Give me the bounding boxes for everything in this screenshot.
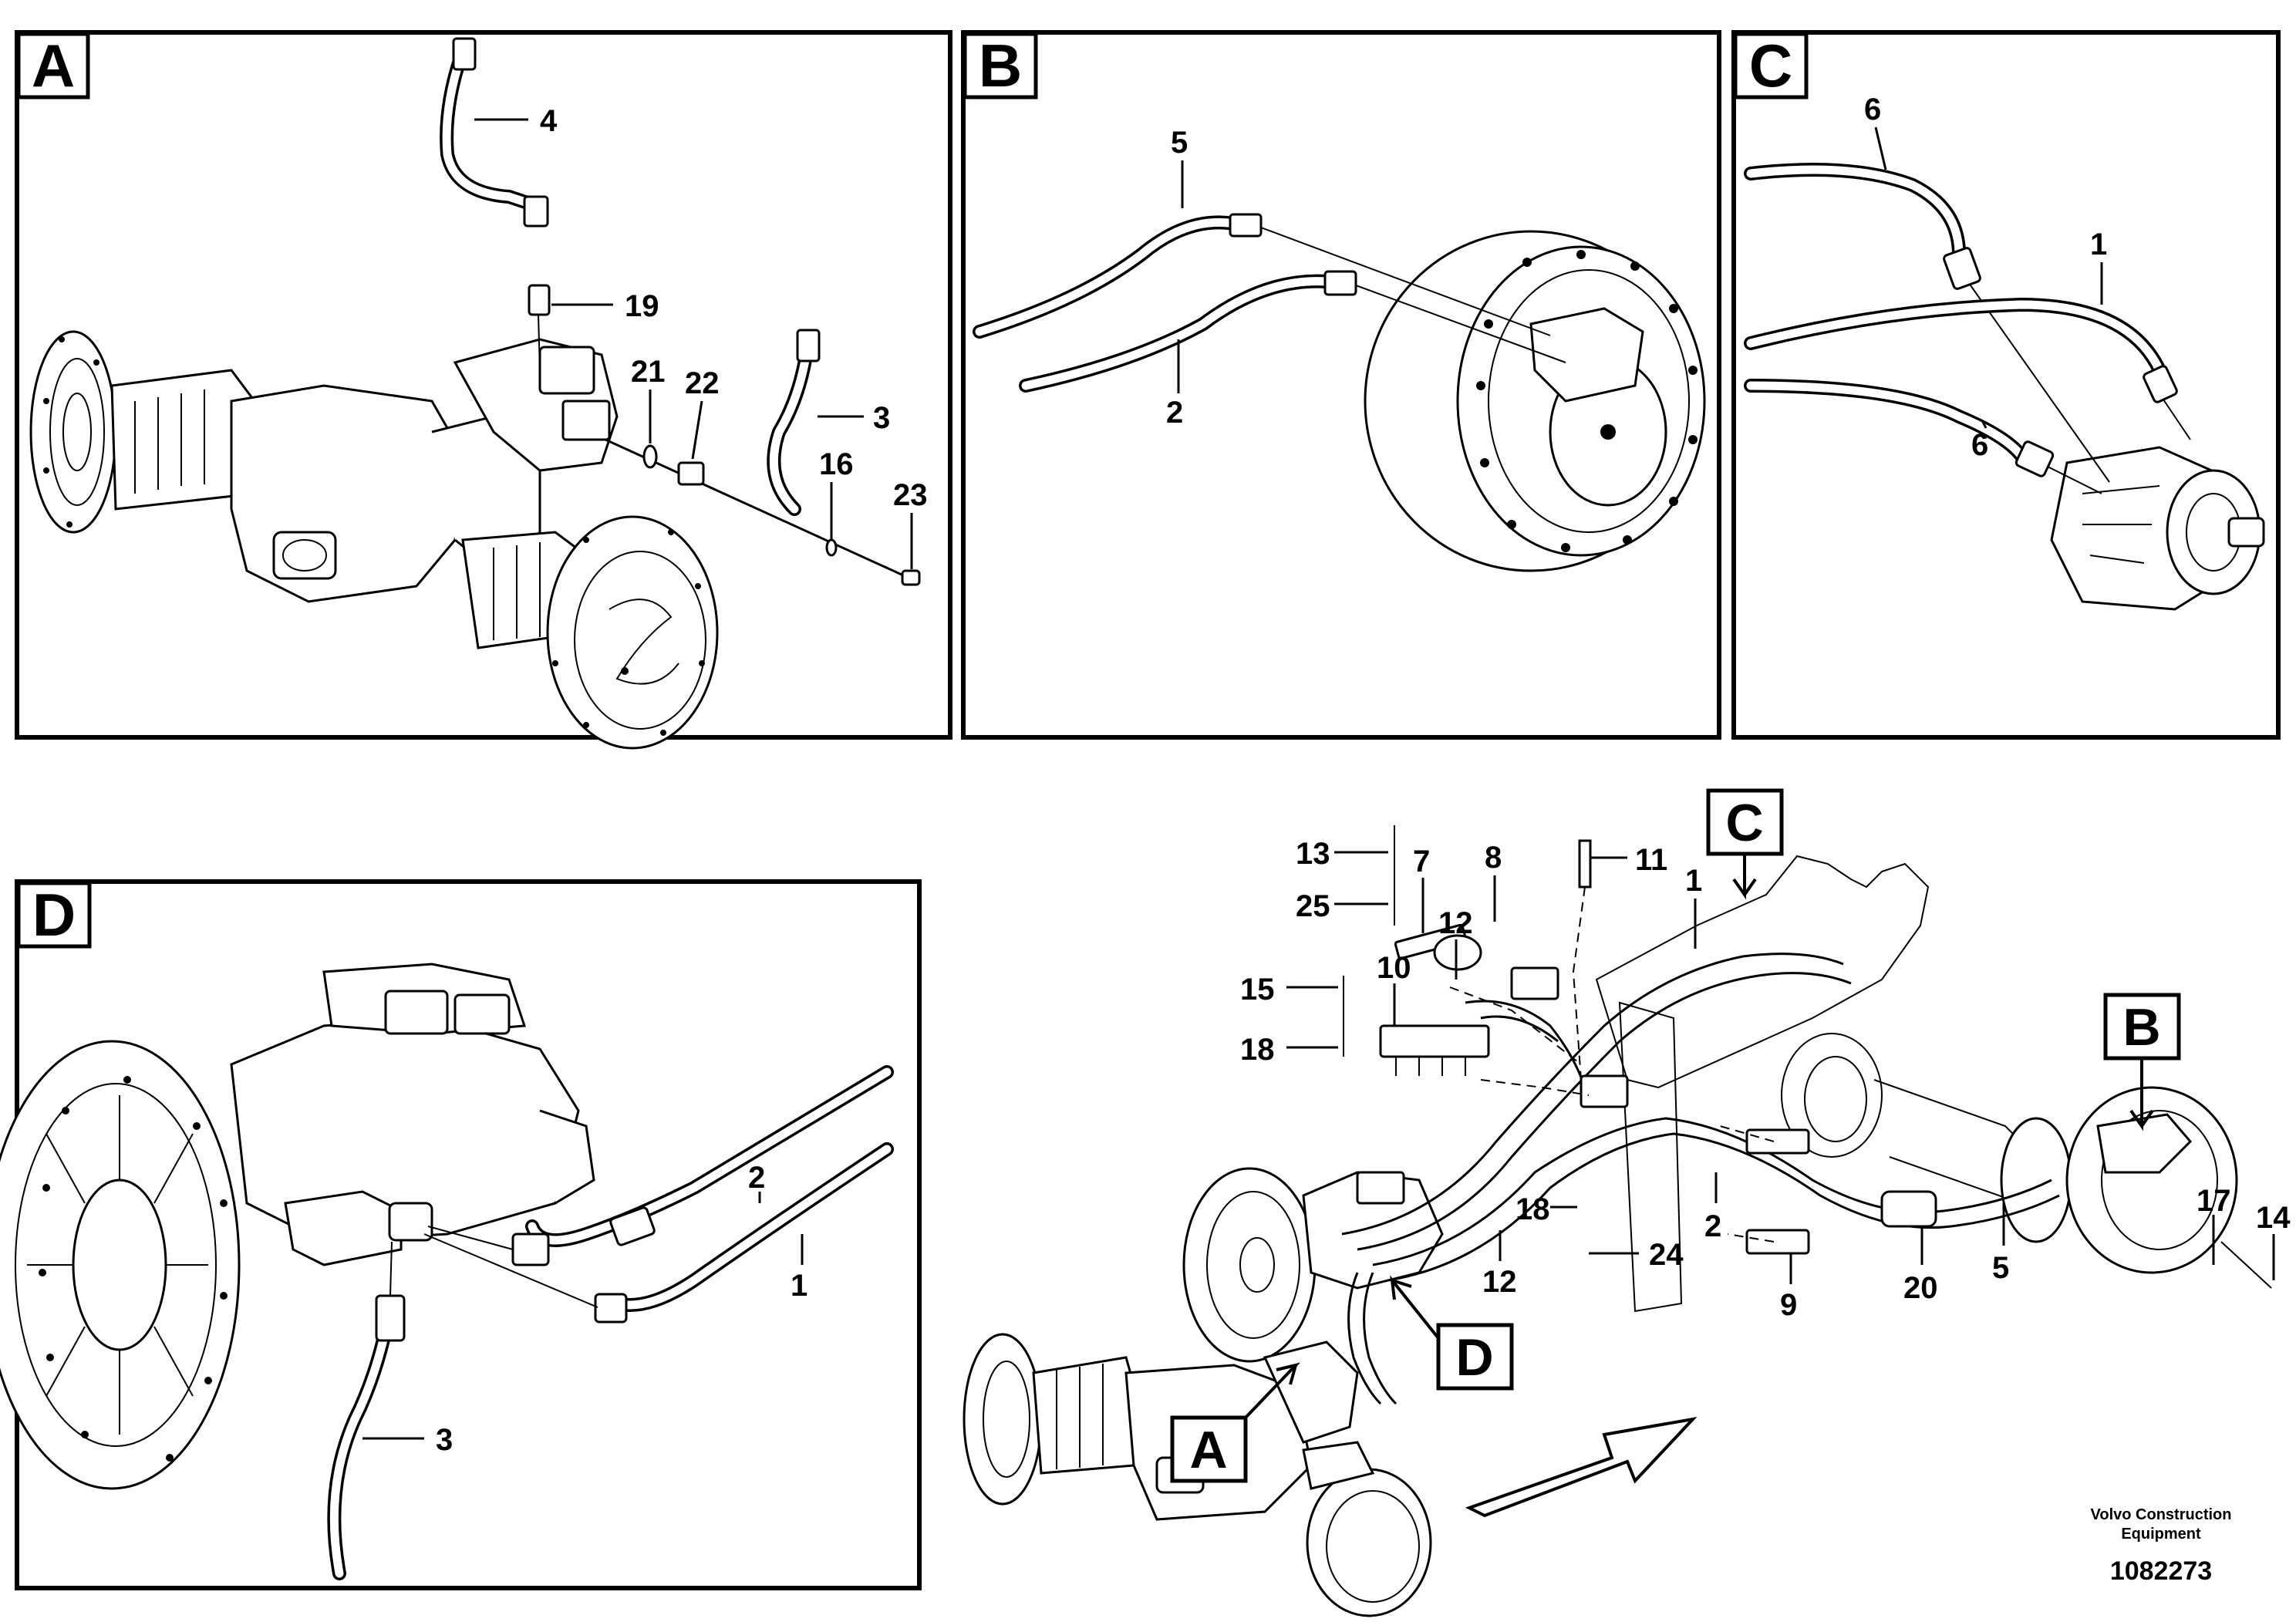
pump-illustration — [2050, 446, 2265, 611]
maker-name-line1: Volvo Construction — [2091, 1506, 2232, 1523]
overview-tag-d: D — [1455, 1328, 1493, 1387]
callout-16: 16 — [819, 447, 854, 481]
callout-23: 23 — [893, 478, 928, 512]
overview-tag-c: C — [1725, 794, 1763, 852]
callout-5: 5 — [1171, 126, 1188, 160]
overview-callout-20: 20 — [1903, 1271, 1938, 1305]
overview-tag-b: B — [2122, 998, 2160, 1057]
callout-2-d: 2 — [748, 1161, 765, 1195]
panel-label-c: C — [1749, 32, 1792, 99]
overview-callout-10: 10 — [1377, 951, 1411, 985]
overview-callout-17: 17 — [2197, 1184, 2231, 1218]
callout-3: 3 — [873, 401, 890, 435]
gearbox-pump-illustration — [0, 963, 595, 1490]
callout-4: 4 — [540, 104, 558, 138]
panel-label-a: A — [32, 32, 75, 99]
overview-callout-18b: 18 — [1515, 1192, 1550, 1226]
overview-callout-18a: 18 — [1240, 1033, 1275, 1067]
drawing-number: 1082273 — [2110, 1556, 2212, 1586]
overview-callout-15: 15 — [1240, 973, 1275, 1007]
direction-arrow — [1465, 1417, 1698, 1518]
overview-callout-14: 14 — [2256, 1201, 2291, 1235]
overview-callout-11: 11 — [1635, 843, 1667, 877]
wheel-motor-illustration — [1364, 230, 1706, 572]
maker-name-line2: Equipment — [2121, 1526, 2201, 1543]
callout-3-d: 3 — [436, 1423, 453, 1457]
detail-panel-a: A — [15, 30, 952, 750]
callout-6a: 6 — [1864, 93, 1881, 126]
overview-callout-7: 7 — [1413, 845, 1430, 878]
overview-assembly: C B D A 13 7 8 11 1 25 12 10 15 18 18 — [963, 788, 2291, 1617]
overview-callout-24: 24 — [1649, 1238, 1684, 1272]
overview-tag-a: A — [1189, 1421, 1227, 1479]
overview-callout-12a: 12 — [1438, 906, 1473, 940]
detail-panel-d: D — [0, 879, 922, 1590]
overview-callout-8: 8 — [1485, 841, 1502, 875]
panel-label-b: B — [979, 32, 1022, 99]
overview-callout-5: 5 — [1992, 1251, 2009, 1285]
drawing-footer: Volvo Construction Equipment 1082273 — [2091, 1506, 2232, 1586]
axle-with-pump-illustration — [29, 330, 719, 750]
callout-21: 21 — [631, 355, 666, 389]
callout-1: 1 — [2090, 228, 2107, 261]
detail-panel-c: C 6 1 6 — [1731, 30, 2281, 740]
overview-callout-9: 9 — [1780, 1288, 1797, 1322]
overview-callout-1: 1 — [1685, 864, 1702, 898]
overview-callout-13: 13 — [1296, 837, 1330, 871]
callout-6b: 6 — [1971, 428, 1988, 462]
callout-22: 22 — [685, 366, 720, 400]
callout-1-d: 1 — [791, 1269, 807, 1303]
panel-label-d: D — [32, 881, 76, 949]
callout-2: 2 — [1166, 396, 1183, 430]
detail-panel-b: B 5 2 — [961, 30, 1721, 740]
callout-19: 19 — [625, 289, 659, 323]
overview-callout-12b: 12 — [1482, 1265, 1517, 1299]
overview-callout-25: 25 — [1296, 889, 1330, 923]
overview-callout-2: 2 — [1704, 1209, 1721, 1243]
